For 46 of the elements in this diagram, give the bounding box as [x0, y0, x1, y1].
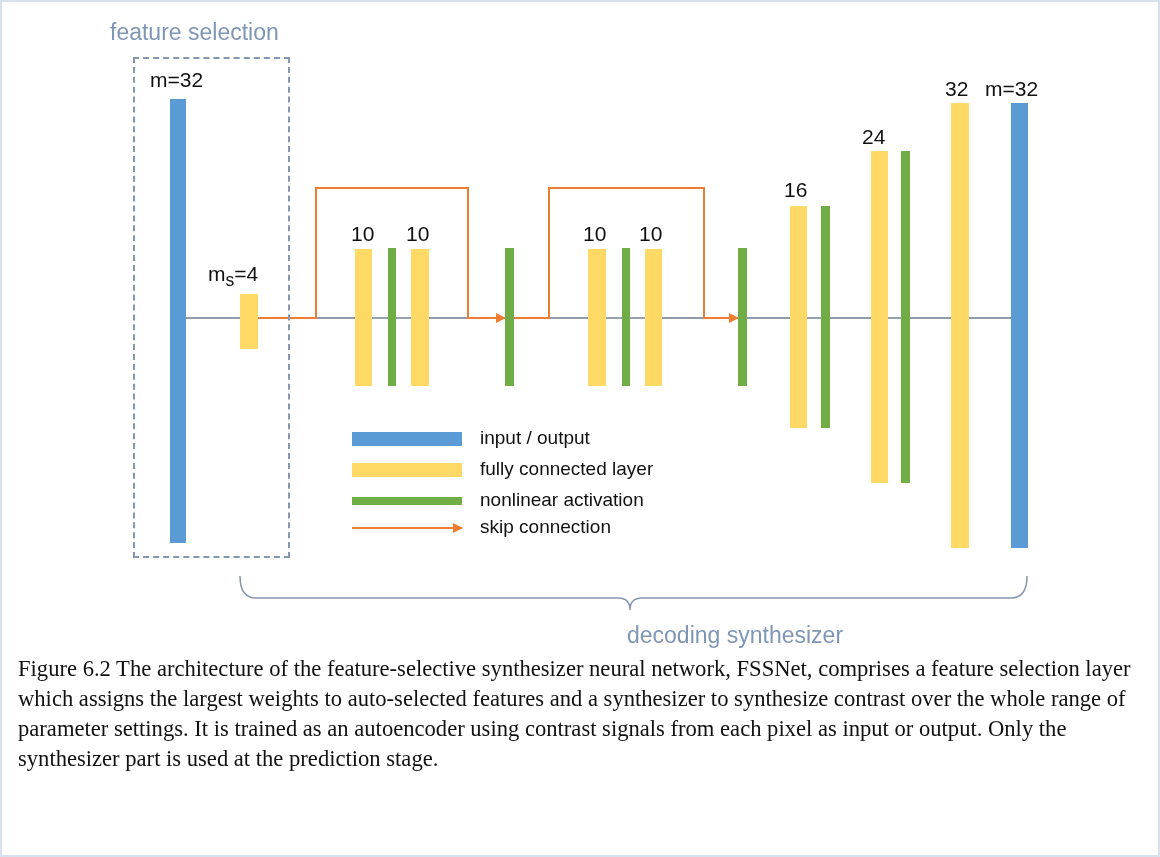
- activation-bar: [901, 151, 910, 483]
- bracket-label: decoding synthesizer: [627, 622, 844, 648]
- connection-line: [185, 317, 241, 319]
- layer-size-label: 10: [583, 222, 607, 246]
- input-output-bar: [1011, 103, 1028, 548]
- layer-size-label: m$_{s}$=4: [208, 262, 259, 293]
- layer-bar: [240, 294, 258, 349]
- connection-line: [887, 317, 902, 319]
- layer-size-label: 10: [351, 222, 375, 246]
- layer-size-label: 10: [406, 222, 430, 246]
- connection-line: [395, 317, 412, 319]
- activation-bar: [505, 248, 514, 386]
- layer-bar: [951, 103, 969, 548]
- activation-bar: [622, 248, 630, 386]
- layer-bar: [355, 249, 372, 386]
- layer-size-label: 32: [945, 77, 969, 101]
- connection-line: [746, 317, 791, 319]
- connection-line: [909, 317, 952, 319]
- connection-line: [829, 317, 872, 319]
- connection-line: [371, 317, 389, 319]
- legend-label: input / output: [480, 427, 590, 449]
- connection-line: [605, 317, 623, 319]
- group-heading: feature selection: [110, 19, 279, 45]
- layer-bar: [871, 151, 888, 483]
- legend-label: skip connection: [480, 516, 611, 538]
- skip-arrow: [513, 187, 739, 323]
- activation-bar: [388, 248, 396, 386]
- layer-bar: [411, 249, 429, 386]
- figure-caption: Figure 6.2 The architecture of the feature-selective synthesizer neural network, FSSNet, comprises a feature selection layer which assigns the largest weights to auto-selected features and a synthesizer to synthesize contrast over the whole range of parameter settings. It is trained as an autoencoder using contrast signals from each pixel as input or output. Only the synthesizer part is used at the prediction stage.: [18, 655, 1132, 773]
- skip-arrow: [257, 187, 506, 323]
- activation-bar: [738, 248, 747, 386]
- input-output-bar: [170, 99, 186, 543]
- layer-size-label: m=32: [150, 68, 204, 92]
- layer-size-label: 10: [639, 222, 663, 246]
- legend-label: nonlinear activation: [480, 489, 644, 511]
- layer-bar: [790, 206, 807, 428]
- legend-label: fully connected layer: [480, 458, 654, 480]
- layer-size-label: 16: [784, 178, 808, 202]
- connection-line: [968, 317, 1012, 319]
- layer-bar: [588, 249, 606, 386]
- layer-bar: [645, 249, 662, 386]
- connection-line: [806, 317, 822, 319]
- layer-size-label: 24: [862, 125, 886, 149]
- activation-bar: [821, 206, 830, 428]
- connection-line: [629, 317, 646, 319]
- layer-size-label: m=32: [985, 77, 1039, 101]
